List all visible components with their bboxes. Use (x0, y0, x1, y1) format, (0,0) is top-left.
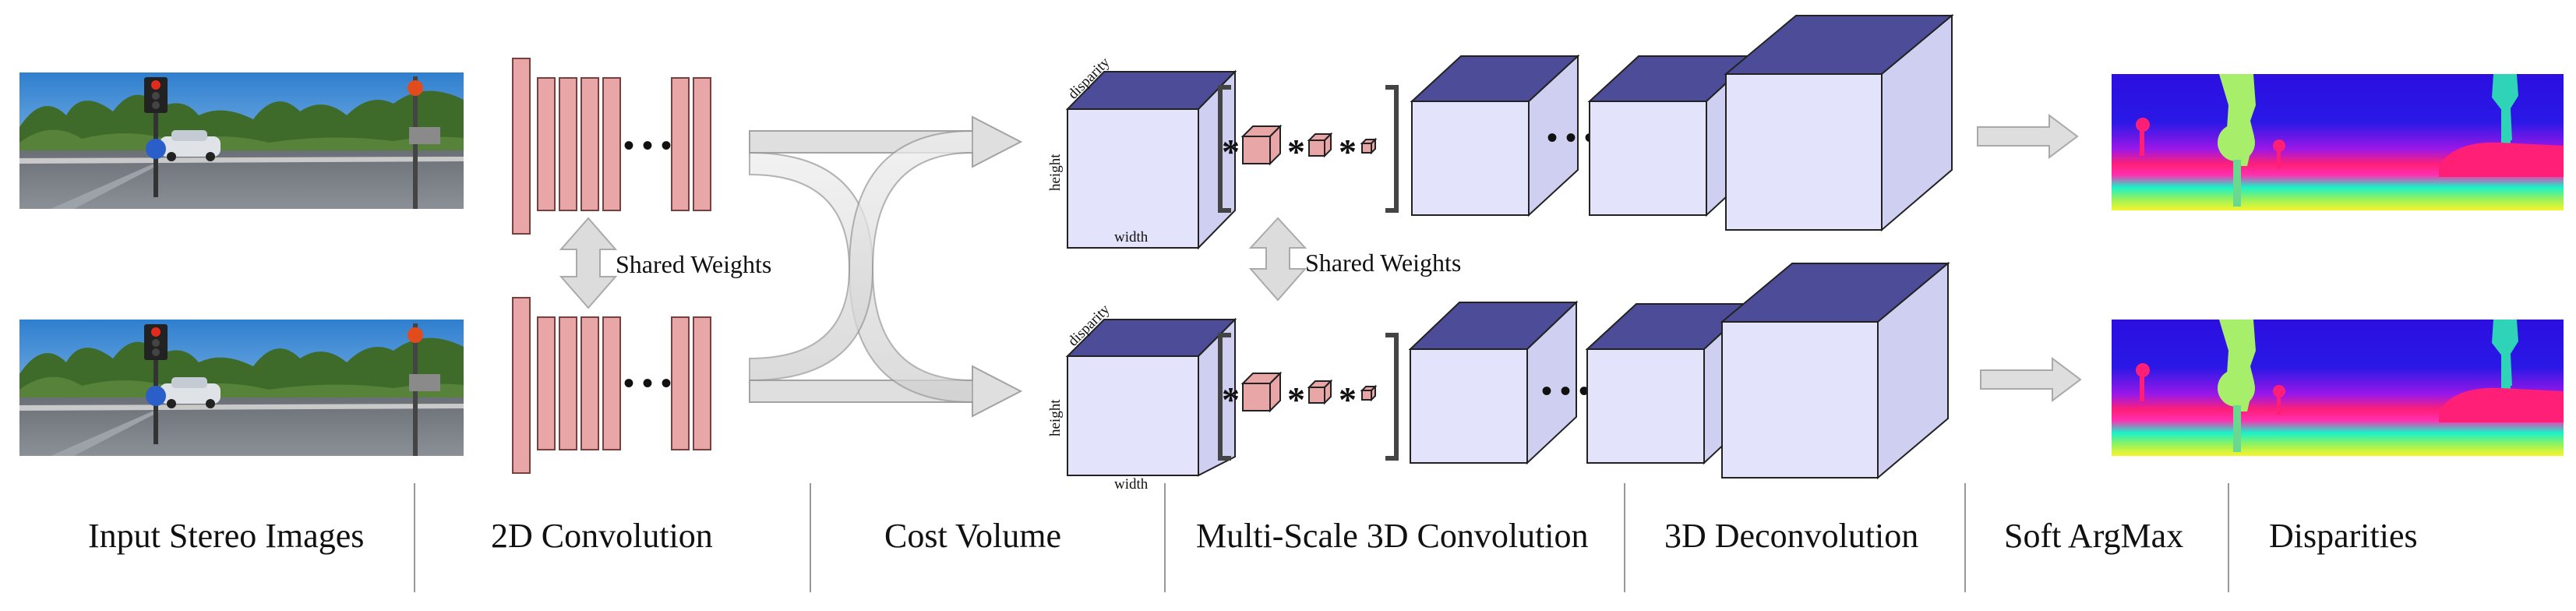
conv2d-layer (559, 77, 577, 211)
stage-label-conv3d: Multi-Scale 3D Convolution (1196, 517, 1589, 555)
cost-volume-cube-top (1065, 69, 1237, 250)
stage-label-conv2d: 2D Convolution (491, 517, 713, 555)
conv2d-layer (693, 77, 711, 211)
feature-ellipsis-bottom: • • • (1541, 373, 1590, 408)
cost-volume-crossing-arrows (749, 115, 1023, 418)
shared-weights-2d-label: Shared Weights (616, 250, 771, 278)
conv-op-1-bottom: * (1222, 380, 1240, 419)
input-stereo-images (19, 72, 464, 456)
disparity-map-bottom (2112, 320, 2564, 456)
disparity-map-top (2112, 74, 2564, 210)
filter-cube-medium-top (1307, 132, 1333, 158)
filter-cube-medium-bottom (1307, 379, 1333, 405)
axis-height-bottom: height (1047, 399, 1064, 436)
conv2d-layer (693, 316, 711, 450)
conv-op-3-bottom: * (1339, 380, 1357, 419)
conv-op-2-top: * (1287, 132, 1305, 171)
bracket-left-top (1218, 85, 1231, 213)
conv2d-layer (559, 316, 577, 450)
conv2d-bottom-stack (512, 297, 711, 474)
conv2d-layer (512, 58, 531, 235)
conv2d-top-stack (512, 58, 711, 235)
conv2d-layer (537, 316, 556, 450)
filter-cube-large-bottom (1240, 371, 1283, 413)
conv-op-1-top: * (1222, 132, 1240, 171)
axis-height-top: height (1047, 154, 1064, 191)
conv2d-layer (671, 77, 690, 211)
shared-weights-3d-arrow (1248, 217, 1307, 302)
deconv-cube-large-bottom (1720, 261, 1950, 480)
feature-ellipsis-top: • • • (1547, 120, 1595, 155)
conv2d-layer (580, 316, 599, 450)
conv-op-3-top: * (1339, 132, 1357, 171)
conv2d-layer (537, 77, 556, 211)
feature-cube-bottom (1408, 300, 1579, 465)
left-stereo-image (19, 72, 464, 209)
axis-width-bottom: width (1114, 476, 1149, 493)
conv-op-2-bottom: * (1287, 380, 1305, 419)
shared-weights-3d-label: Shared Weights (1305, 249, 1461, 277)
soft-argmax-arrow-bottom (1980, 358, 2081, 401)
bracket-right-top (1385, 85, 1399, 213)
conv2d-layer (512, 297, 531, 474)
conv2d-layer (602, 77, 621, 211)
filter-cube-small-top (1360, 137, 1378, 155)
soft-argmax-arrow-top (1977, 115, 2078, 158)
conv2d-layer (580, 77, 599, 211)
stage-label-deconv3d: 3D Deconvolution (1664, 517, 1918, 555)
right-stereo-image (19, 320, 464, 456)
stage-label-input: Input Stereo Images (88, 517, 364, 555)
filter-cube-large-top (1240, 124, 1283, 166)
stage-label-cost-volume: Cost Volume (884, 517, 1061, 555)
stage-label-soft-argmax: Soft ArgMax (2004, 517, 2183, 555)
deconv-cube-large-top (1724, 13, 1954, 232)
feature-cube-top (1410, 54, 1580, 217)
bracket-left-bottom (1218, 333, 1231, 461)
stage-dividers (414, 483, 2229, 592)
conv2d-layer (602, 316, 621, 450)
conv2d-ellipsis-top: • • • (623, 128, 672, 163)
conv2d-layer (671, 316, 690, 450)
filter-cube-small-bottom (1360, 384, 1378, 402)
bracket-right-bottom (1385, 333, 1399, 461)
shared-weights-2d-arrow (559, 217, 618, 309)
conv2d-ellipsis-bottom: • • • (623, 366, 672, 401)
stage-label-disparities: Disparities (2269, 517, 2418, 555)
cost-volume-cube-bottom (1065, 317, 1237, 477)
deconv-cube-small-bottom (1585, 302, 1756, 465)
axis-width-top: width (1114, 229, 1149, 245)
